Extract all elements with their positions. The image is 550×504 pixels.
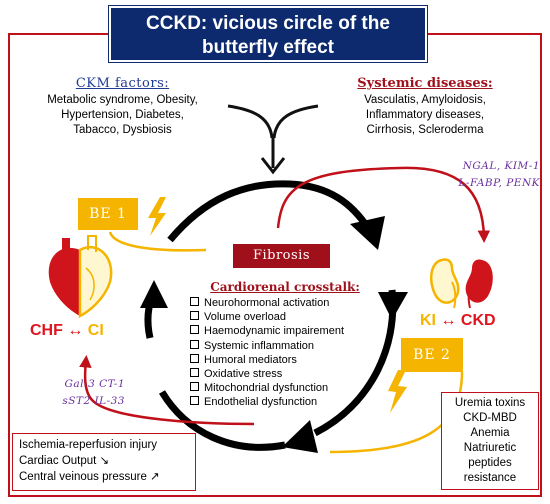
- crosstalk-item: Endothelial dysfunction: [190, 395, 380, 409]
- arrowhead-right: [350, 216, 385, 250]
- crosstalk-item: Oxidative stress: [190, 367, 380, 381]
- cardiac-markers-line-1: Gal-3 CT-1: [64, 378, 125, 390]
- crosstalk-item: Haemodynamic impairement: [190, 324, 380, 338]
- circle-arc-bottom: [158, 390, 286, 451]
- renal-effect-line: Anemia: [470, 427, 510, 439]
- title-line-2: butterfly effect: [202, 37, 334, 58]
- kidney-markers-line-1: NGAL, KIM-1: [462, 160, 540, 172]
- chf-ci-arrow: ↔: [67, 322, 84, 339]
- renal-effects-box: Uremia toxins CKD-MBD Anemia Natriuretic…: [441, 392, 539, 490]
- renal-effect-line: Uremia toxins: [454, 397, 526, 409]
- ki-ckd-arrow: ↔: [440, 312, 457, 329]
- cardiac-effect-line: Ischemia-reperfusion injury: [19, 439, 158, 451]
- be1-connector: [108, 231, 207, 252]
- kidney-marker-arrow: [276, 166, 491, 243]
- kidney-markers: NGAL, KIM-1 L-FABP, PENK: [412, 158, 540, 192]
- ki-ckd-label: KI ↔ CKD: [420, 312, 540, 330]
- arrowhead-down-left: [378, 292, 408, 320]
- ckd-label: CKD: [460, 312, 496, 329]
- crosstalk-item: Mitochondrial dysfunction: [190, 381, 380, 395]
- ckm-factor-line: Tabacco, Dysbiosis: [73, 124, 172, 136]
- renal-effect-line: CKD-MBD: [463, 412, 517, 424]
- cardiac-effect-line: Cardiac Output ↘: [19, 455, 110, 467]
- be1-box: BE 1: [78, 198, 138, 230]
- kidney-icon: [429, 258, 493, 309]
- lightning-icon: [148, 197, 166, 236]
- arrowhead-up: [140, 280, 168, 308]
- systemic-disease-line: Vasculatis, Amyloidosis,: [364, 94, 486, 106]
- cardiac-effects-box: Ischemia-reperfusion injury Cardiac Outp…: [12, 433, 196, 491]
- systemic-disease-line: Inflammatory diseases,: [365, 109, 485, 121]
- ckm-factors-block: CKM factors: Metabolic syndrome, Obesity…: [20, 76, 225, 138]
- cardiorenal-heading: Cardiorenal crosstalk:: [210, 280, 360, 294]
- cardiorenal-list: Neurohormonal activation Volume overload…: [190, 296, 380, 410]
- cardiac-markers: Gal-3 CT-1 sST2 IL-33: [15, 376, 125, 410]
- be2-connector: [329, 371, 464, 454]
- renal-effect-line: peptides: [468, 457, 512, 469]
- ckm-factor-line: Metabolic syndrome, Obesity,: [47, 94, 198, 106]
- be2-box: BE 2: [401, 338, 463, 372]
- heart-icon: [48, 235, 113, 319]
- crosstalk-item: Humoral mediators: [190, 353, 380, 367]
- chf-label: CHF: [30, 322, 63, 339]
- cardiac-markers-line-2: sST2 IL-33: [62, 395, 125, 407]
- convergence-arrow: [227, 104, 319, 175]
- title-box: CCKD: vicious circle of the butterfly ef…: [109, 6, 427, 62]
- ci-label: CI: [87, 322, 104, 339]
- systemic-disease-line: Cirrhosis, Scleroderma: [366, 124, 484, 136]
- crosstalk-item: Systemic inflammation: [190, 339, 380, 353]
- cardiac-effect-line: Central veinous pressure ↗: [19, 471, 160, 483]
- crosstalk-item: Volume overload: [190, 310, 380, 324]
- cardiac-marker-arrow: [79, 355, 255, 426]
- systemic-diseases-block: Systemic diseases: Vasculatis, Amyloidos…: [325, 76, 525, 138]
- crosstalk-item: Neurohormonal activation: [190, 296, 380, 310]
- renal-effect-line: Natriuretic: [463, 442, 517, 454]
- lightning-icon-2: [388, 370, 407, 413]
- title-line-1: CCKD: vicious circle of the: [146, 13, 390, 34]
- kidney-markers-line-2: L-FABP, PENK: [458, 177, 540, 189]
- ckm-factors-heading: CKM factors:: [75, 76, 170, 91]
- ckm-factor-line: Hypertension, Diabetes,: [61, 109, 184, 121]
- fibrosis-box: Fibrosis: [233, 244, 330, 268]
- circle-arrowheads: [140, 216, 408, 453]
- arrowhead-bottom: [282, 420, 318, 453]
- cardiorenal-crosstalk-block: Cardiorenal crosstalk: Neurohormonal act…: [190, 280, 380, 410]
- renal-effect-line: resistance: [463, 472, 517, 484]
- circle-arc-top: [167, 180, 371, 243]
- chf-ci-label: CHF ↔ CI: [30, 322, 140, 340]
- ki-label: KI: [420, 312, 436, 329]
- systemic-diseases-heading: Systemic diseases:: [357, 76, 493, 91]
